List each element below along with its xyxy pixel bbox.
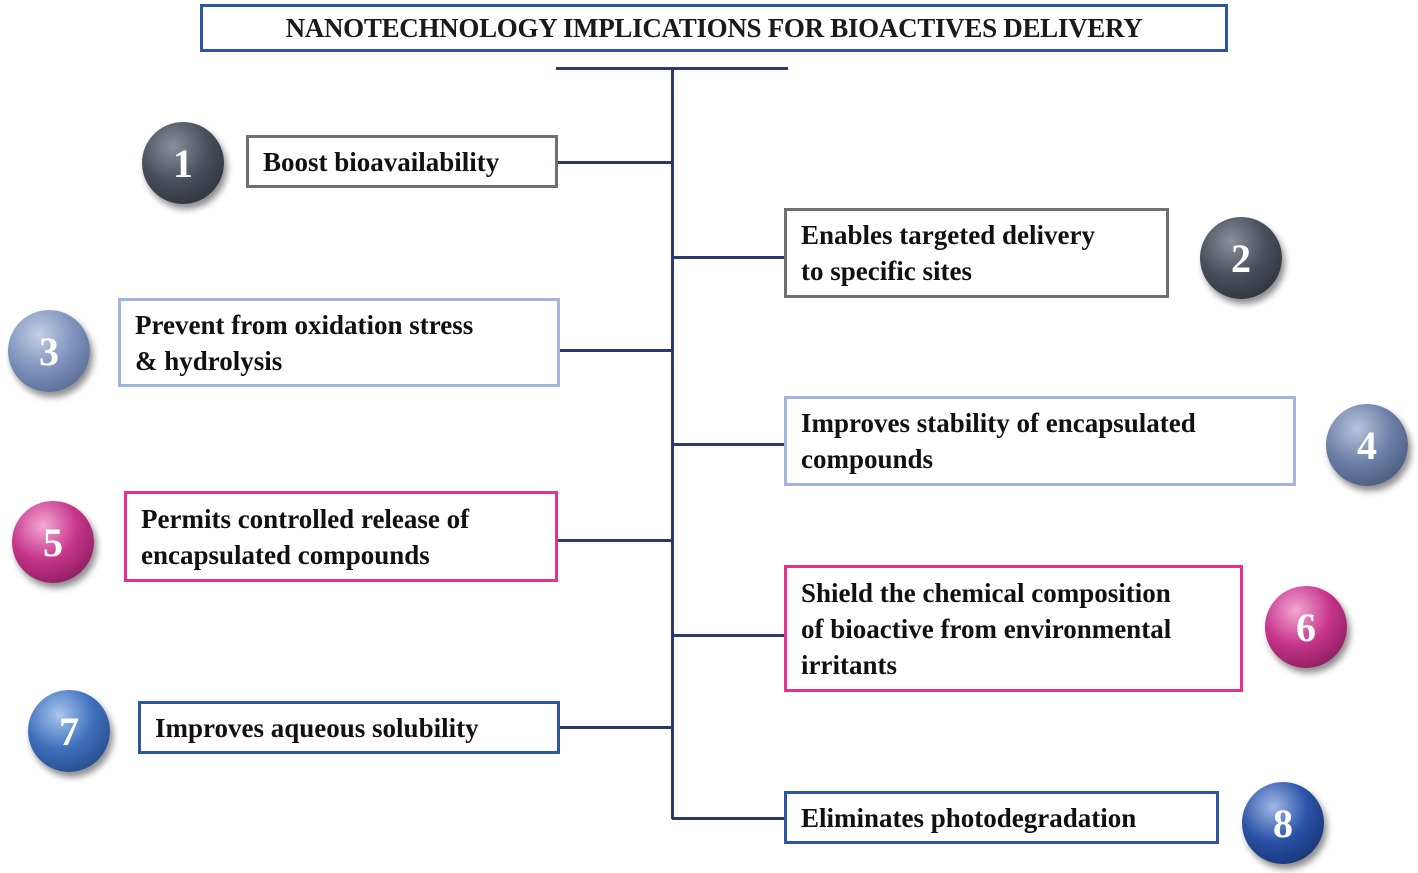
connector-5 [557,539,673,542]
connector-1 [557,161,673,164]
connector-8 [672,817,787,820]
connector-6 [672,634,787,637]
number-badge-2: 2 [1200,217,1282,299]
item-box-3: Prevent from oxidation stress & hydrolys… [118,298,560,387]
connector-7 [557,726,673,729]
item-box-8: Eliminates photodegradation [784,791,1219,844]
item-box-6: Shield the chemical composition of bioac… [784,565,1243,692]
item-text-3: Prevent from oxidation stress & hydrolys… [135,309,474,376]
number-badge-7: 7 [28,690,110,772]
number-badge-6: 6 [1265,586,1347,668]
item-box-2: Enables targeted delivery to specific si… [784,208,1169,298]
item-box-1: Boost bioavailability [246,135,558,188]
item-text-7: Improves aqueous solubility [155,712,479,743]
number-badge-8: 8 [1242,782,1324,864]
item-box-4: Improves stability of encapsulated compo… [784,396,1296,486]
connector-4 [672,443,787,446]
item-text-2: Enables targeted delivery to specific si… [801,220,1095,286]
item-box-5: Permits controlled release of encapsulat… [124,491,558,582]
item-text-6: Shield the chemical composition of bioac… [801,577,1172,680]
number-badge-3: 3 [8,310,90,392]
item-text-4: Improves stability of encapsulated compo… [801,408,1196,474]
connector-3 [557,349,673,352]
number-badge-1: 1 [142,122,224,204]
number-badge-5: 5 [12,501,94,583]
item-text-1: Boost bioavailability [263,146,500,177]
item-text-5: Permits controlled release of encapsulat… [141,503,470,570]
connector-2 [672,256,787,259]
number-badge-4: 4 [1326,404,1408,486]
item-text-8: Eliminates photodegradation [801,802,1137,833]
diagram-title: NANOTECHNOLOGY IMPLICATIONS FOR BIOACTIV… [200,4,1228,52]
item-box-7: Improves aqueous solubility [138,701,560,754]
